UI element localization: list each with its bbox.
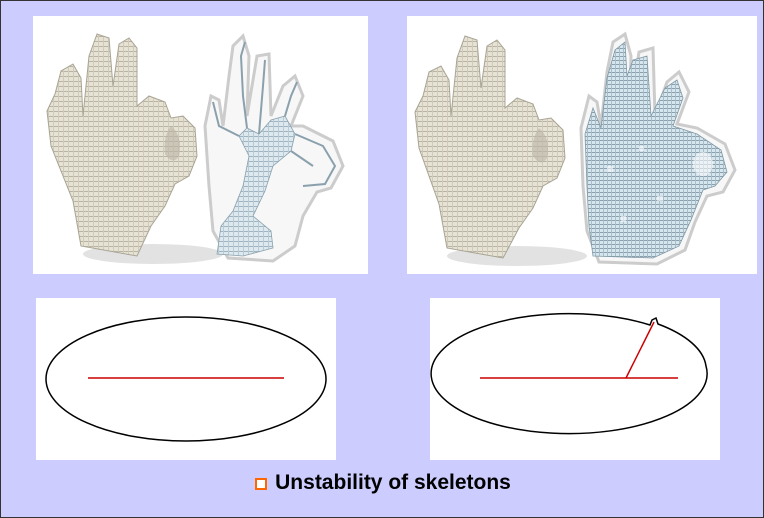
- ellipse-skeleton-panel-stable: [36, 298, 336, 460]
- slide-caption: Unstability of skeletons: [1, 471, 764, 495]
- hand-skeleton-panel-unstable: [407, 16, 757, 274]
- hollow-square-bullet-icon: [255, 478, 267, 490]
- ellipse-shape: [46, 317, 326, 441]
- skeleton-spurious-branch: [626, 322, 654, 378]
- caption-text: Unstability of skeletons: [275, 471, 511, 494]
- ellipse-skeleton-panel-unstable: [430, 298, 720, 460]
- ellipse-shape-perturbed: [431, 314, 707, 434]
- hand-skeleton-panel-stable: [33, 16, 368, 274]
